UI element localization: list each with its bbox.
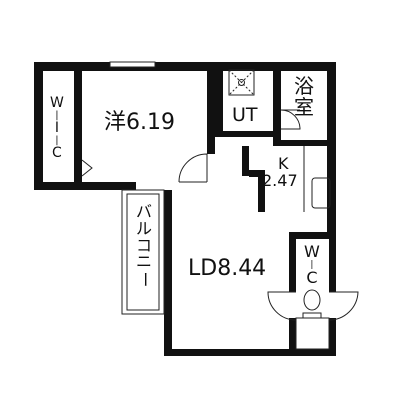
- window-north: [109, 61, 156, 68]
- thin-lines: [81, 61, 359, 350]
- wc-label: W | C: [304, 242, 320, 288]
- wall-kitchen-3: [258, 170, 265, 212]
- wall-western-south: [82, 182, 136, 190]
- wall-ut-bath: [273, 62, 281, 142]
- wall-ut-west: [215, 62, 223, 137]
- wall-ut-south: [215, 131, 273, 137]
- wall-wc-north: [289, 232, 336, 239]
- wall-wc-west: [289, 232, 296, 292]
- door-ut: [280, 109, 301, 130]
- toilet-tank: [302, 312, 322, 319]
- wall-kitchen-1: [242, 146, 249, 176]
- ut-label: UT: [232, 104, 258, 126]
- wc-entry: [295, 317, 330, 350]
- door-wc-left: [267, 291, 297, 321]
- walls: [34, 62, 336, 356]
- kitchen-sink: [311, 177, 331, 209]
- toilet-bowl: [303, 289, 321, 311]
- wic-label: W | I | C: [50, 95, 64, 162]
- balcony-label: バ ル コ ニ ー: [135, 202, 155, 288]
- kitchen-label: K 2.47: [262, 154, 298, 190]
- door-wc-right: [328, 291, 359, 321]
- wall-ld-south: [164, 349, 336, 356]
- wall-ld-south-right: [289, 318, 296, 356]
- wic-door-arrow: [81, 159, 93, 177]
- western-room-label: 洋6.19: [104, 110, 175, 135]
- wall-wc-south-east: [329, 318, 336, 356]
- washer-pan: [228, 69, 255, 96]
- door-western-ld: [178, 153, 208, 183]
- wall-wc-east: [329, 232, 336, 292]
- wall-ld-west: [164, 190, 172, 356]
- wall-western-east: [207, 62, 215, 154]
- ld-label: LD8.44: [188, 256, 267, 281]
- wall-east-upper: [327, 62, 336, 232]
- wall-kitchen-2: [249, 170, 265, 177]
- wall-wic-south: [34, 182, 82, 190]
- balcony-outline: [121, 189, 165, 315]
- bath-label: 浴 室: [294, 74, 314, 119]
- wall-bath-south: [273, 140, 336, 146]
- wall-wic-east: [74, 62, 82, 190]
- wall-west: [34, 62, 43, 190]
- balcony-inner: [126, 193, 160, 311]
- washer-drain: [238, 79, 245, 86]
- washer-x2: [228, 69, 255, 96]
